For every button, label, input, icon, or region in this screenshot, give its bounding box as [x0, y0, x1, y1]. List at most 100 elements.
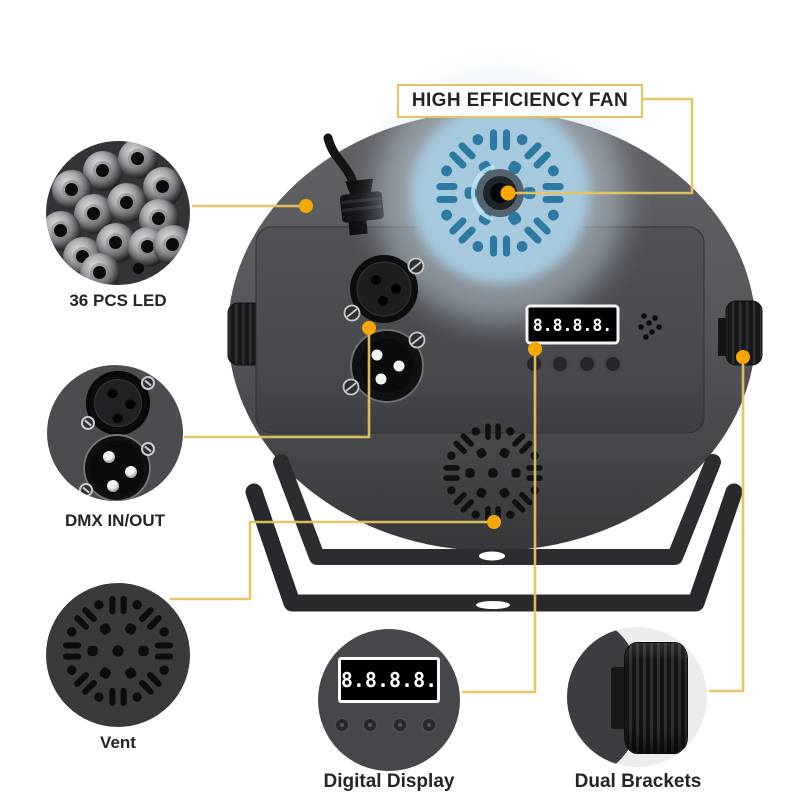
vent-hole [94, 600, 104, 610]
label-dmx-in-out: DMX IN/OUT [64, 511, 166, 530]
fan-callout-box: HIGH EFFICIENCY FAN [397, 84, 643, 118]
vent-inner-group [499, 487, 510, 499]
vent-dot-group [547, 165, 559, 177]
vent-slot-group [489, 129, 511, 151]
vent-hole [511, 468, 521, 478]
vent-hole [447, 451, 456, 460]
vent-slot [154, 653, 174, 660]
vent-slot [524, 142, 542, 160]
panel-screws [342, 257, 426, 396]
vent-dot-group [159, 627, 169, 637]
vent-slot [147, 615, 162, 630]
leader-dmx [184, 331, 371, 439]
vent-inner-group [508, 160, 522, 175]
vent-grille-icon [62, 595, 174, 707]
vent-hole [471, 427, 480, 436]
panel-digital-display: 8.8.8.8. [525, 304, 620, 345]
callout-vent-closeup [46, 583, 190, 727]
vent-slot-group [512, 492, 533, 513]
vent-hole [487, 467, 499, 479]
vent-inner-group [476, 447, 487, 459]
screw-icon [141, 376, 155, 390]
vent-slot-group [449, 217, 476, 244]
vent-slot-group [154, 642, 174, 660]
vent-dot-group [132, 692, 142, 702]
led-panel-hole [133, 263, 144, 274]
callout-display-closeup: 8.8.8.8. [318, 629, 460, 771]
vent-slot [139, 607, 154, 622]
screw-icon [81, 416, 95, 430]
vent-slot [139, 680, 154, 695]
vent-dot-group [447, 486, 456, 495]
vent-hole [132, 692, 142, 702]
xlr-pin [125, 466, 137, 478]
vent-slot-group [524, 142, 551, 169]
callout-led-closeup [46, 141, 190, 285]
vent-dot-group [472, 240, 484, 252]
vent-slot [82, 680, 97, 695]
vent-slot [147, 672, 162, 687]
vent-slot [443, 475, 460, 481]
cable-gland [339, 178, 384, 236]
dot-brackets [736, 350, 750, 364]
fan-callout-label: HIGH EFFICIENCY FAN [411, 90, 629, 111]
vent-hole [159, 665, 169, 675]
leader-fan [512, 97, 694, 195]
vent-dot-group [67, 665, 77, 675]
vent-hole [506, 427, 515, 436]
down-button[interactable] [362, 717, 378, 733]
vent-hole [441, 209, 453, 221]
vent-slot [449, 217, 467, 235]
vent-slot-group [489, 235, 511, 257]
xlr-pin [107, 480, 119, 492]
vent-slot-group [524, 217, 551, 244]
vent-slot [436, 182, 458, 191]
screw-icon [79, 483, 93, 497]
leader-lines [170, 97, 745, 694]
vent-slot-group [139, 672, 162, 695]
vent-hole [87, 645, 98, 657]
screw-icon [141, 442, 155, 456]
enter-button[interactable] [421, 717, 437, 733]
vent-dot-group [516, 240, 528, 252]
vent-dot-group [94, 600, 104, 610]
vent-hole [476, 447, 487, 459]
vent-hole [132, 600, 142, 610]
knurled-knob-icon[interactable] [625, 643, 687, 753]
led-lens [80, 253, 120, 285]
vent-hole [447, 486, 456, 495]
vent-slot [502, 129, 511, 151]
vent-slot [62, 642, 82, 649]
leader-display [462, 351, 537, 694]
vent-hole [94, 692, 104, 702]
vent-inner-group [499, 447, 510, 459]
panel-display-value: 8.8.8.8. [533, 316, 612, 335]
vent-hole [471, 510, 480, 519]
vent-slot [109, 595, 116, 615]
display-value: 8.8.8.8. [340, 668, 438, 692]
vent-inner-group [476, 487, 487, 499]
vent-hole [125, 667, 137, 679]
vent-slot [120, 687, 127, 707]
vent-hole [508, 211, 522, 226]
vent-slot-group [109, 687, 127, 707]
leader-brackets [709, 359, 745, 693]
vent-slot [512, 433, 526, 447]
xlr-male-icon [83, 434, 151, 501]
vent-slot [460, 433, 474, 447]
vent-inner-group [99, 623, 111, 635]
vent-slot [458, 226, 476, 244]
vent-hole [99, 623, 111, 635]
vent-slot-group [453, 492, 474, 513]
vent-slot [524, 226, 542, 244]
right-bracket-knob [718, 300, 763, 366]
menu-button[interactable] [334, 717, 350, 733]
vent-slot [449, 151, 467, 169]
vent-slot-group [436, 182, 458, 204]
vent-hole [99, 667, 111, 679]
up-button[interactable] [392, 717, 408, 733]
xlr-hole [112, 412, 123, 423]
vent-slot [489, 235, 498, 257]
